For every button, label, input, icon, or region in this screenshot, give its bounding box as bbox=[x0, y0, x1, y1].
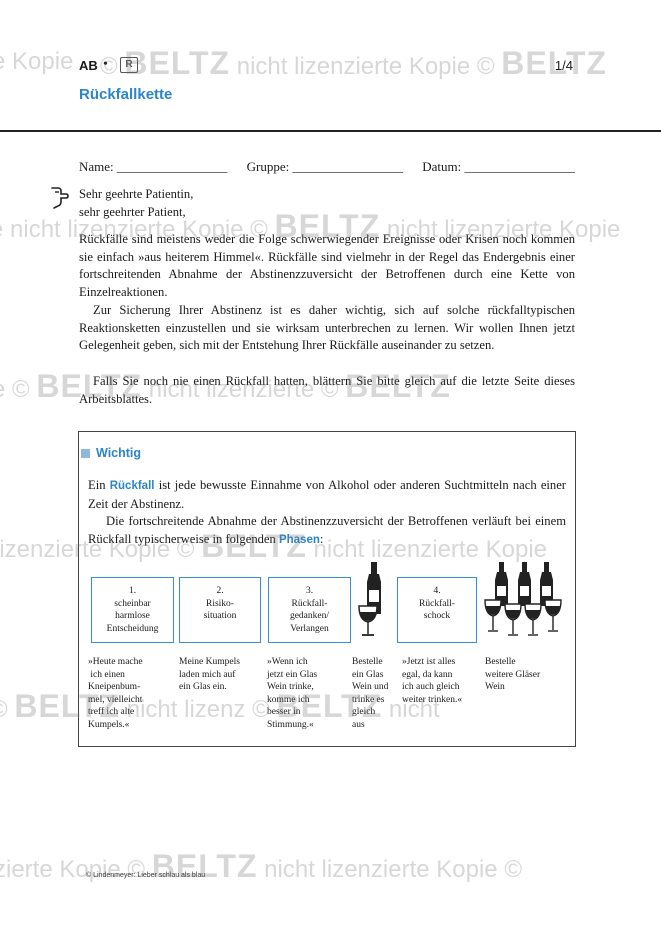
important-box: Wichtig Ein Rückfall ist jede bewusste E… bbox=[78, 431, 576, 747]
page-number: 1/4 bbox=[554, 58, 573, 73]
definition-text: Ein Rückfall ist jede bewusste Einnahme … bbox=[88, 478, 567, 511]
square-bullet-icon bbox=[81, 448, 90, 458]
date-field[interactable]: Datum: _________________ bbox=[422, 159, 575, 174]
keyword-rueckfall: Rückfall bbox=[109, 480, 155, 492]
stage-4: 4. Rückfall- schock bbox=[397, 577, 477, 643]
worksheet-label: AB bbox=[79, 58, 98, 73]
bottles-and-glasses-icon bbox=[484, 562, 562, 636]
keyword-phasen: Phasen bbox=[278, 533, 320, 546]
intro-paragraph-2: Zur Sicherung Ihrer Abstinenz ist es dah… bbox=[79, 303, 575, 352]
name-field[interactable]: Name: _________________ bbox=[79, 159, 228, 174]
intro-paragraph-3: Falls Sie noch nie einen Rückfall hatten… bbox=[79, 374, 575, 406]
page-title: Rückfallkette bbox=[79, 86, 173, 103]
box-heading: Wichtig bbox=[81, 446, 141, 460]
watermark: zierte Kopie © BELTZ nicht lizenzierte K… bbox=[0, 848, 522, 884]
copyright-footer: © Lindenmeyer: Lieber schlau als blau bbox=[86, 872, 206, 879]
salutation: Sehr geehrte Patientin, sehr geehrter Pa… bbox=[79, 187, 194, 219]
separator-dot: • bbox=[103, 57, 108, 72]
bottle-and-glass-icon bbox=[358, 562, 381, 636]
group-field[interactable]: Gruppe: _________________ bbox=[246, 159, 403, 174]
watermark: e Kopie bbox=[0, 48, 74, 75]
stage-1: 1. scheinbar harmlose Entscheidung bbox=[91, 577, 174, 643]
publisher-logo-icon: R bbox=[120, 57, 138, 73]
stage-2: 2. Risiko- situation bbox=[179, 577, 261, 643]
watermark: © BELTZ nicht lizenzierte Kopie © BELTZ bbox=[100, 45, 607, 81]
name-fields: Name: _________________ Gruppe: ________… bbox=[79, 159, 575, 175]
intro-paragraph-1: Rückfälle sind meistens weder die Folge … bbox=[79, 232, 575, 299]
stage-3: 3. Rückfall- gedanken/ Verlangen bbox=[268, 577, 351, 643]
hand-pointer-icon bbox=[51, 187, 69, 209]
phases-text: Die fortschreitende Abnahme der Abstinen… bbox=[88, 514, 566, 546]
header-divider bbox=[0, 130, 661, 132]
